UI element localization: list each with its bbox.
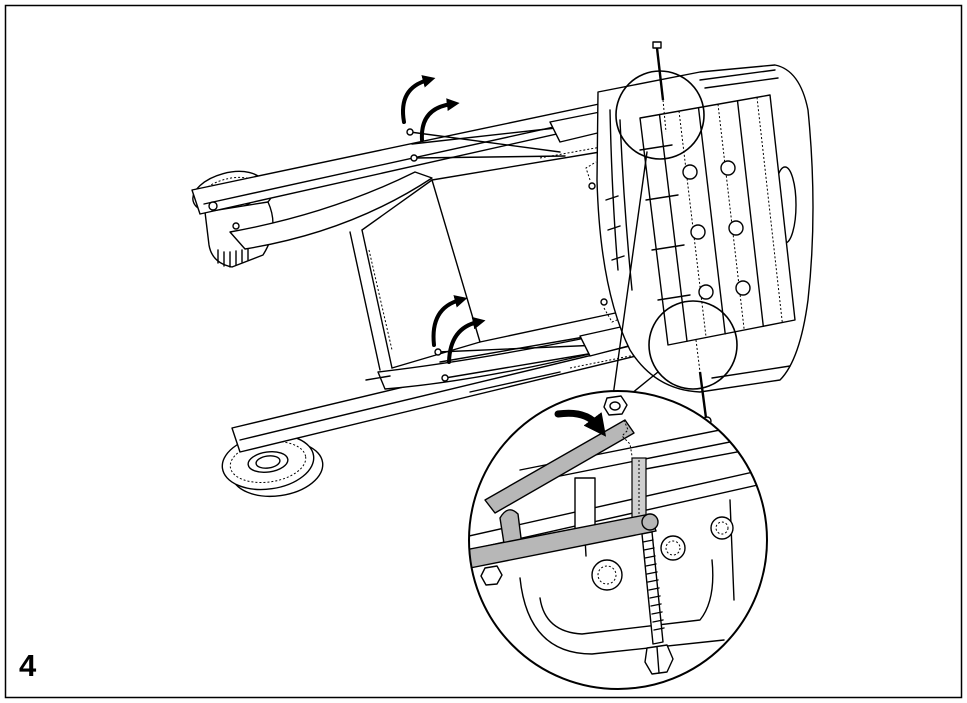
mounting-hole bbox=[710, 516, 734, 540]
curved-arrow-icon bbox=[419, 98, 460, 142]
detail-circle-bottom bbox=[648, 300, 738, 390]
curved-arrow-icon bbox=[401, 75, 436, 124]
curved-arrow-icon bbox=[447, 316, 486, 364]
cart bbox=[191, 41, 814, 498]
lower-struts bbox=[434, 325, 661, 382]
step-number: 4 bbox=[19, 648, 37, 683]
cart-leg bbox=[349, 229, 393, 371]
shelf-panel bbox=[361, 151, 623, 369]
curved-arrow-icon bbox=[431, 295, 468, 347]
top-bolt bbox=[652, 41, 667, 133]
hex-nut bbox=[603, 395, 628, 416]
curved-arrow-icon bbox=[554, 409, 607, 437]
strut-upper bbox=[484, 419, 635, 514]
magnifier-callout bbox=[468, 390, 768, 690]
threaded-bolt bbox=[641, 531, 674, 675]
callout-leader-line bbox=[612, 151, 648, 397]
detail-circle-top bbox=[615, 70, 705, 160]
grill-grate bbox=[639, 94, 796, 346]
hex-bolt-small bbox=[480, 565, 503, 586]
handle-bridge bbox=[229, 171, 433, 250]
mounting-hole bbox=[660, 535, 686, 561]
mounting-hole bbox=[591, 559, 623, 591]
page-frame bbox=[4, 4, 963, 699]
upper-struts bbox=[406, 111, 641, 162]
strut-lower bbox=[469, 513, 657, 569]
